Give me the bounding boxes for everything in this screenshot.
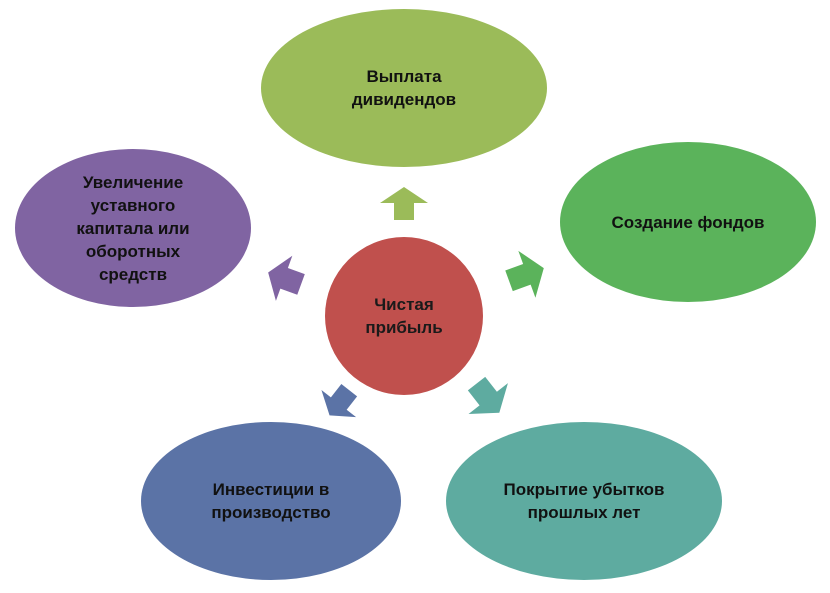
arrow-lower-left-icon xyxy=(321,384,358,418)
node-dividends-label: Выплата дивидендов xyxy=(351,67,457,109)
node-losses-label: Покрытие убытков прошлых лет xyxy=(503,480,665,522)
node-capital-label: Увеличение уставного капитала или оборот… xyxy=(76,172,190,284)
arrow-upper-left-icon xyxy=(268,255,305,301)
node-investments-label: Инвестиции в производство xyxy=(211,480,331,522)
arrow-up-icon xyxy=(380,187,428,220)
node-dividends-shape xyxy=(261,9,547,167)
arrow-lower-right-icon xyxy=(467,376,508,414)
center-node-shape xyxy=(325,237,483,395)
center-node-label: Чистая прибыль xyxy=(365,295,443,337)
node-investments-shape xyxy=(141,422,401,580)
node-losses-shape xyxy=(446,422,722,580)
arrow-upper-right-icon xyxy=(505,250,544,298)
node-funds-shape xyxy=(560,142,816,302)
node-funds-label: Создание фондов xyxy=(611,212,765,232)
node-capital-shape xyxy=(15,149,251,307)
